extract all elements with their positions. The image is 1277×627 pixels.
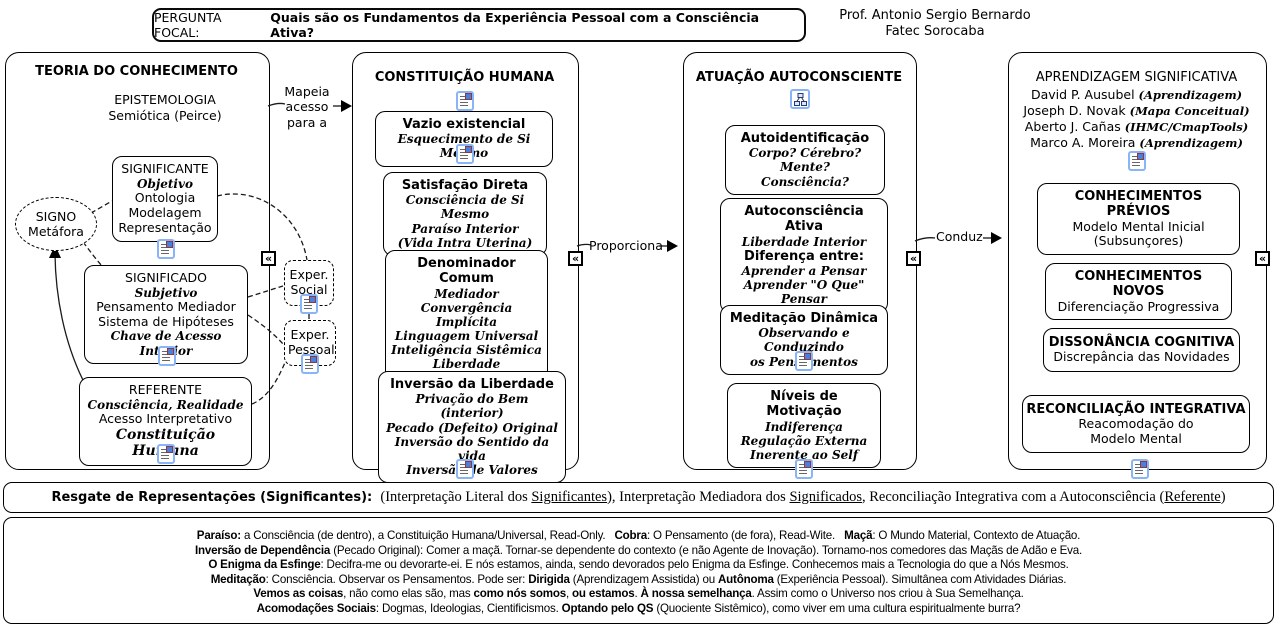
collapse-icon[interactable]: «: [906, 251, 921, 266]
link-label-proporciona[interactable]: Proporciona: [589, 238, 663, 253]
col1-title: TEORIA DO CONHECIMENTO: [35, 64, 238, 79]
concept-map-glyph: [793, 92, 807, 106]
col2-title: CONSTITUIÇÃO HUMANA: [374, 70, 555, 85]
note-line: O Enigma da Esfinge: Decifra-me ou devor…: [208, 558, 1069, 572]
node-title: Vazio existencial: [402, 117, 526, 132]
collapse-icon[interactable]: «: [1255, 251, 1270, 266]
col1-epistemologia-label: EPISTEMOLOGIA Semiótica (Peirce): [108, 92, 222, 123]
node-reconciliacao-integrativa[interactable]: RECONCILIAÇÃO INTEGRATIVA Reacomodação d…: [1022, 395, 1250, 453]
resource-icon[interactable]: [157, 444, 175, 464]
node-satisfacao-direta[interactable]: Satisfação Direta Consciência de Si Mesm…: [383, 172, 547, 256]
node-script-text: Corpo? Cérebro? Mente? Consciência?: [748, 146, 862, 189]
node-title: CONHECIMENTOS PRÉVIOS: [1074, 189, 1203, 220]
note-line: Vemos as coisas, não como elas são, mas …: [253, 587, 1024, 601]
resource-icon[interactable]: [795, 459, 813, 479]
node-title: CONHECIMENTOS NOVOS: [1074, 269, 1203, 300]
resource-icon[interactable]: [1131, 459, 1149, 479]
author-line: Marco A. Moreira (Aprendizagem): [1030, 135, 1243, 150]
node-body: Modelo Mental Inicial (Subsunçores): [1072, 218, 1205, 249]
node-title: Denominador Comum: [417, 256, 516, 287]
node-body: Discrepância das Novidades: [1053, 349, 1230, 365]
node-body: Exper. Pessoal: [288, 327, 335, 357]
node-significante[interactable]: SIGNIFICANTE Objetivo Ontologia Modelage…: [112, 156, 218, 242]
collapse-icon[interactable]: «: [568, 251, 583, 266]
link-label-conduz[interactable]: Conduz: [936, 229, 983, 244]
resource-icon[interactable]: [456, 459, 474, 479]
resource-icon[interactable]: [301, 354, 319, 374]
node-body: Reacomodação do Modelo Mental: [1078, 415, 1194, 446]
node-title: Níveis de Motivação: [766, 389, 842, 420]
node-autoconsciencia-ativa[interactable]: Autoconsciência Ativa Liberdade Interior…: [720, 198, 888, 313]
resource-icon[interactable]: [1128, 151, 1146, 171]
node-autoidentificacao[interactable]: Autoidentificação Corpo? Cérebro? Mente?…: [725, 125, 885, 195]
node-title: Meditação Dinâmica: [729, 311, 879, 326]
node-subtitle: Diferença entre:: [744, 248, 864, 264]
node-niveis-de-motivacao[interactable]: Níveis de Motivação Indiferença Regulaçã…: [727, 383, 881, 469]
resource-icon[interactable]: [157, 239, 175, 259]
resource-icon[interactable]: [795, 351, 813, 371]
node-title: REFERENTE: [128, 382, 203, 397]
node-script-text: Subjetivo: [134, 285, 198, 300]
node-conhecimentos-novos[interactable]: CONHECIMENTOS NOVOS Diferenciação Progre…: [1045, 263, 1232, 321]
author-line: Aberto J. Cañas (IHMC/CmapTools): [1024, 119, 1249, 134]
node-signo[interactable]: SIGNO Metáfora: [15, 197, 97, 251]
node-title: Satisfação Direta: [401, 178, 529, 193]
notes-panel: Paraíso: a Consciência (de dentro), a Co…: [3, 517, 1274, 624]
node-script-text: Aprender a Pensar Aprender "O Que" Pensa…: [741, 264, 867, 307]
focal-question-box[interactable]: PERGUNTA FOCAL: Quais são os Fundamentos…: [152, 8, 806, 42]
node-title: DISSONÂNCIA COGNITIVA: [1048, 334, 1235, 350]
resource-icon[interactable]: [158, 346, 176, 366]
node-script-text: Consciência de Si Mesmo Paraíso Interior…: [397, 193, 533, 250]
col3-title: ATUAÇÃO AUTOCONSCIENTE: [695, 70, 903, 85]
node-title: Autoidentificação: [740, 131, 870, 146]
resource-icon[interactable]: [456, 91, 474, 111]
note-line: Paraíso: a Consciência (de dentro), a Co…: [196, 529, 1081, 542]
link-label-mapeia[interactable]: Mapeia acesso para a: [284, 84, 330, 130]
legend-resgate-bar: Resgate de Representações (Significantes…: [3, 482, 1274, 513]
resource-icon[interactable]: [456, 144, 474, 164]
concept-map-icon[interactable]: [790, 89, 810, 109]
node-title: Autoconsciência Ativa: [744, 204, 864, 235]
node-dissonancia-cognitiva[interactable]: DISSONÂNCIA COGNITIVA Discrepância das N…: [1043, 328, 1240, 372]
node-body: Acesso Interpretativo: [98, 410, 233, 426]
node-body: Diferenciação Progressiva: [1057, 298, 1220, 314]
node-script-text: Liberdade Interior: [741, 234, 867, 249]
note-line: Inversão de Dependência (Pecado Original…: [194, 543, 1083, 557]
node-script-text: Consciência, Realidade: [87, 397, 244, 412]
node-script-text: Indiferença Regulação Externa Inerente a…: [740, 419, 868, 462]
col4-authors-list: David P. Ausubel (Aprendizagem) Joseph D…: [1008, 87, 1265, 151]
node-body: Exper. Social: [289, 267, 329, 297]
author-credit: Prof. Antonio Sergio Bernardo Fatec Soro…: [839, 8, 1031, 39]
node-meditacao-dinamica[interactable]: Meditação Dinâmica Observando e Conduzin…: [720, 305, 888, 375]
resource-icon[interactable]: [300, 294, 318, 314]
note-line: Meditação: Consciência. Observar os Pens…: [210, 572, 1067, 586]
node-title: SIGNIFICADO: [125, 270, 207, 285]
node-title: RECONCILIAÇÃO INTEGRATIVA: [1026, 401, 1246, 417]
col4-title: APRENDIZAGEM SIGNIFICATIVA: [1035, 70, 1238, 85]
node-script-text: Observando e Conduzindo os Pensamentos: [750, 326, 858, 369]
node-title: Inversão da Liberdade: [390, 377, 554, 392]
node-title: SIGNIFICANTE: [121, 161, 209, 177]
node-script-text: Objetivo: [137, 177, 193, 192]
note-line: Acomodações Sociais: Dogmas, Ideologias,…: [256, 601, 1021, 615]
author-line: Joseph D. Novak (Mapa Conceitual): [1023, 103, 1250, 118]
node-body: Ontologia Modelagem Representação: [118, 190, 212, 235]
collapse-icon[interactable]: «: [261, 251, 276, 266]
node-body: Pensamento Mediador Sistema de Hipóteses: [96, 298, 236, 329]
node-conhecimentos-previos[interactable]: CONHECIMENTOS PRÉVIOS Modelo Mental Inic…: [1037, 183, 1240, 256]
author-line: David P. Ausubel (Aprendizagem): [1030, 87, 1243, 102]
node-script-text: Esquecimento de Si Mesmo: [397, 132, 531, 160]
